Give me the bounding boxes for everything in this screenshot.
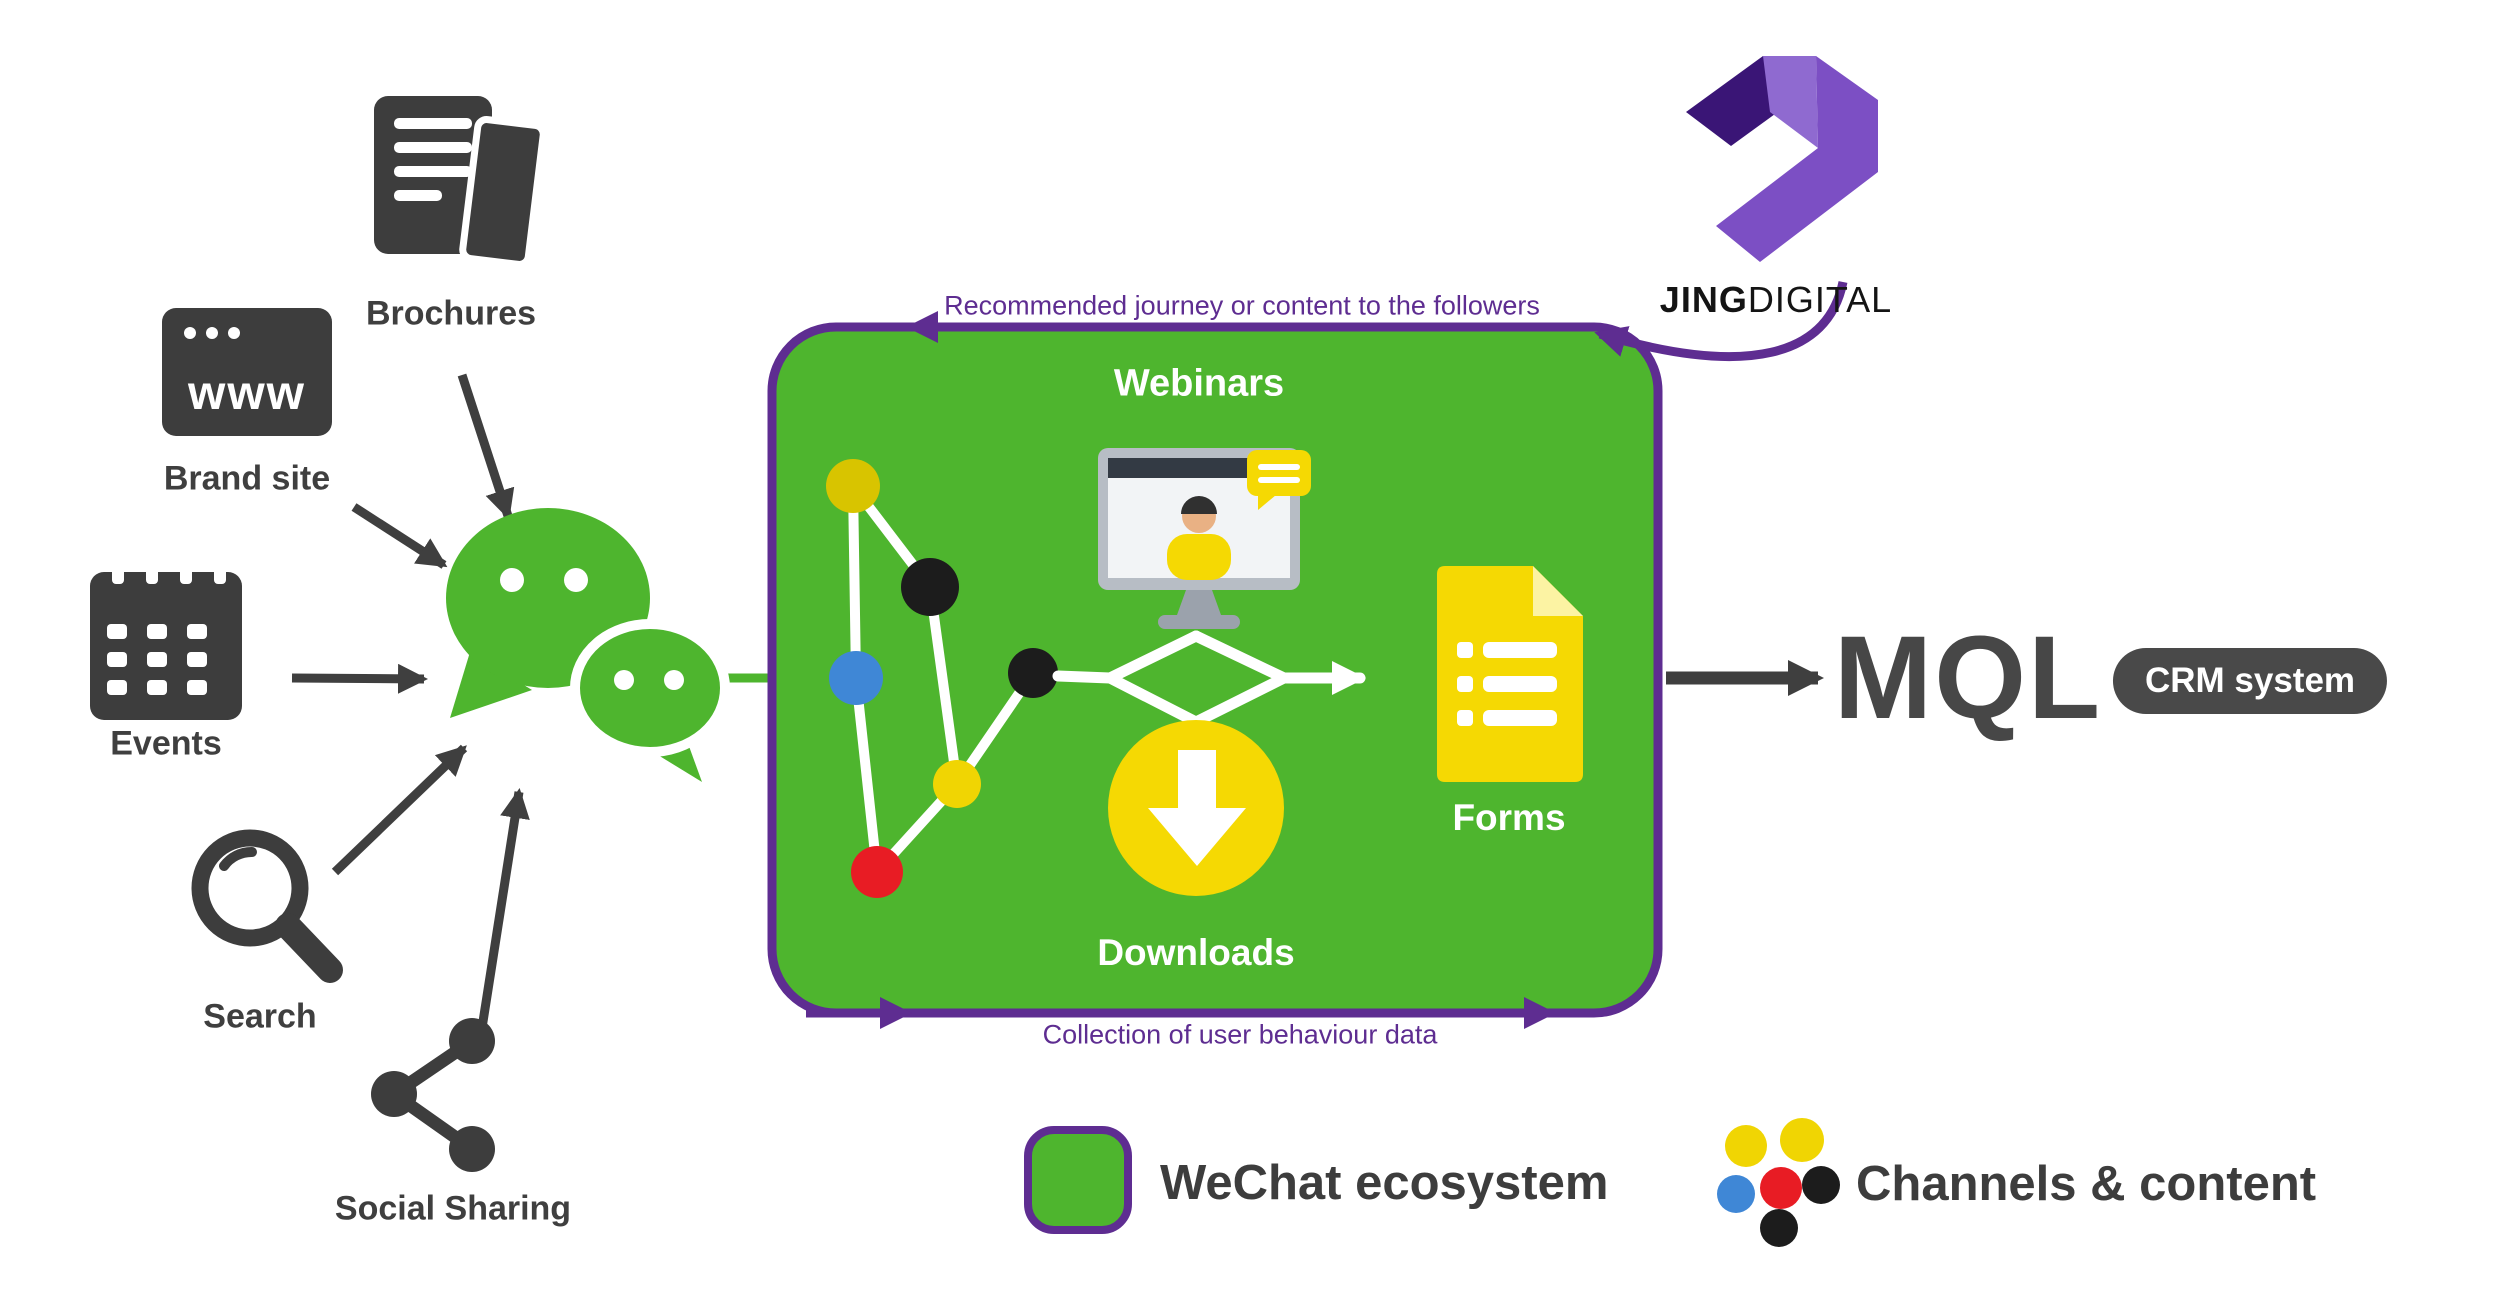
legend-channels-label: Channels & content: [1856, 1157, 2317, 1211]
www-text: www: [187, 367, 306, 420]
arrow-jingdigital-to-box: [1594, 281, 1848, 362]
mql-text: MQL: [1833, 612, 2103, 744]
top-annotation: Recommended journey or content to the fo…: [944, 290, 1540, 321]
wechat-logo-icon: [446, 508, 730, 782]
journey-node-red: [851, 846, 903, 898]
branch-flow: [1052, 630, 1366, 728]
webinars-label: Webinars: [1113, 362, 1285, 405]
arrow-brandsite-to-wechat: [351, 503, 448, 569]
downloads-label: Downloads: [1097, 932, 1295, 973]
purple-flow-arrows: [806, 281, 1848, 1029]
legend-wechat-swatch: [1024, 1126, 1132, 1234]
search-label: Search: [203, 997, 317, 1036]
events-icon: [90, 566, 242, 720]
legend-wechat-label: WeChat ecosystem: [1160, 1156, 1609, 1210]
jingdigital-wordmark: JINGDIGITAL: [1660, 279, 1892, 321]
social-sharing-icon: [371, 1018, 495, 1172]
arrow-brochures-to-wechat: [457, 373, 515, 520]
brochures-label: Brochures: [365, 294, 537, 333]
journey-node-yellow-2: [933, 760, 981, 808]
wechat-ecosystem-box: [767, 322, 1663, 1018]
events-label: Events: [110, 724, 222, 763]
brand-site-icon: www: [162, 308, 332, 436]
brand-site-label: Brand site: [163, 459, 331, 498]
downloads-icon: [1108, 720, 1284, 896]
jingdigital-wordmark-jing: JING: [1659, 279, 1748, 320]
journey-node-blue: [829, 651, 883, 705]
legend-channels-dots: [1717, 1118, 1840, 1247]
forms-icon: [1437, 566, 1583, 782]
social-sharing-label: Social Sharing: [334, 1189, 572, 1228]
chat-bubble-icon: [1247, 450, 1311, 510]
bottom-annotation: Collection of user behaviour data: [1042, 1019, 1438, 1050]
channel-arrows: [291, 373, 530, 1029]
jingdigital-wordmark-digital: DIGITAL: [1747, 279, 1893, 320]
journey-node-yellow-1: [826, 459, 880, 513]
arrow-search-to-wechat: [331, 744, 468, 876]
journey-node-black-2: [1008, 648, 1058, 698]
webinar-illustration-icon: [1098, 448, 1311, 629]
arrow-events-to-wechat: [291, 663, 428, 694]
crm-system-badge: CRM system: [2112, 648, 2388, 714]
arrow-social-to-wechat: [477, 788, 530, 1029]
brochures-icon: [374, 96, 547, 268]
search-icon: [191, 829, 343, 983]
forms-label: Forms: [1452, 797, 1566, 838]
journey-node-black-1: [901, 558, 959, 616]
journey-network: [826, 459, 1058, 898]
jingdigital-logo-icon: [1686, 56, 1878, 262]
